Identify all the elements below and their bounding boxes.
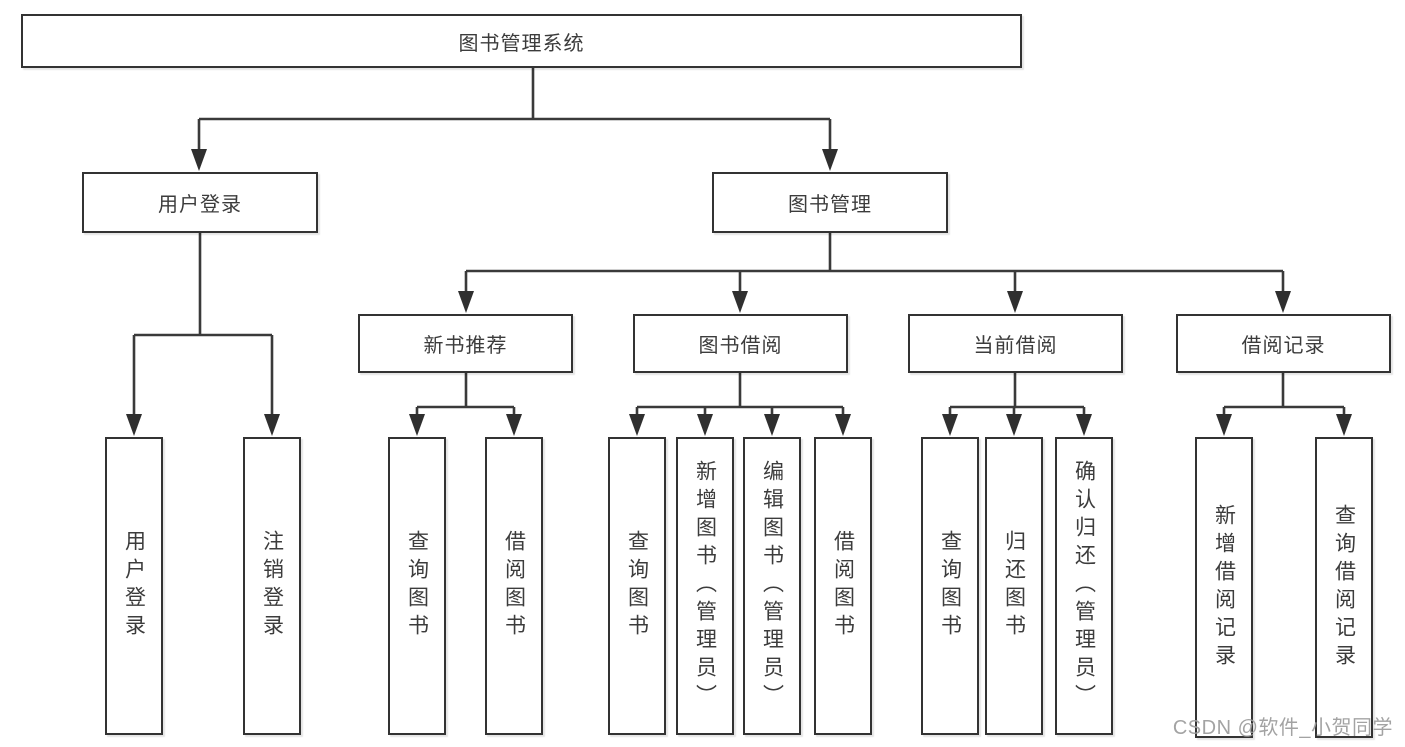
leaf-add-borrow-record: 新增借阅记录 (1195, 437, 1253, 738)
leaf-query-book-borrow-label: 查询图书 (625, 530, 649, 642)
node-book-borrow: 图书借阅 (633, 314, 848, 373)
node-new-book-recommend: 新书推荐 (358, 314, 573, 373)
leaf-add-book-admin: 新增图书（管理员） (676, 437, 734, 735)
leaf-return-book: 归还图书 (985, 437, 1043, 735)
leaf-logout-label: 注销登录 (260, 530, 284, 642)
leaf-borrow-book-recommend: 借阅图书 (485, 437, 543, 735)
leaf-borrow-book-recommend-label: 借阅图书 (502, 530, 526, 642)
node-user-login: 用户登录 (82, 172, 318, 233)
leaf-edit-book-admin-label: 编辑图书（管理员） (760, 460, 784, 712)
node-root-system: 图书管理系统 (21, 14, 1022, 68)
node-new-book-recommend-label: 新书推荐 (423, 335, 508, 357)
leaf-add-borrow-record-label: 新增借阅记录 (1212, 503, 1236, 672)
leaf-logout: 注销登录 (243, 437, 301, 735)
node-borrow-record: 借阅记录 (1176, 314, 1391, 373)
node-book-borrow-label: 图书借阅 (698, 335, 783, 357)
leaf-query-book-borrow: 查询图书 (608, 437, 666, 735)
leaf-borrow-book: 借阅图书 (814, 437, 872, 735)
node-root-label: 图书管理系统 (458, 32, 585, 55)
leaf-query-borrow-record-label: 查询借阅记录 (1332, 503, 1356, 672)
leaf-borrow-book-label: 借阅图书 (831, 530, 855, 642)
node-borrow-record-label: 借阅记录 (1241, 335, 1326, 357)
node-book-management-label: 图书管理 (788, 194, 872, 216)
arrowhead-icons (126, 149, 1352, 436)
node-user-login-label: 用户登录 (158, 194, 242, 216)
node-book-management: 图书管理 (712, 172, 948, 233)
leaf-user-login: 用户登录 (105, 437, 163, 735)
leaf-confirm-return-admin-label: 确认归还（管理员） (1072, 460, 1096, 712)
leaf-query-book-current-label: 查询图书 (938, 530, 962, 642)
leaf-query-book-recommend: 查询图书 (388, 437, 446, 735)
leaf-return-book-label: 归还图书 (1002, 530, 1026, 642)
leaf-edit-book-admin: 编辑图书（管理员） (743, 437, 801, 735)
csdn-watermark: CSDN @软件_小贺同学 (1172, 717, 1393, 739)
leaf-query-book-current: 查询图书 (921, 437, 979, 735)
leaf-query-borrow-record: 查询借阅记录 (1315, 437, 1373, 738)
leaf-add-book-admin-label: 新增图书（管理员） (693, 460, 717, 712)
leaf-query-book-recommend-label: 查询图书 (405, 530, 429, 642)
node-current-borrow: 当前借阅 (908, 314, 1123, 373)
leaf-user-login-label: 用户登录 (122, 530, 146, 642)
leaf-confirm-return-admin: 确认归还（管理员） (1055, 437, 1113, 735)
node-current-borrow-label: 当前借阅 (973, 335, 1058, 357)
